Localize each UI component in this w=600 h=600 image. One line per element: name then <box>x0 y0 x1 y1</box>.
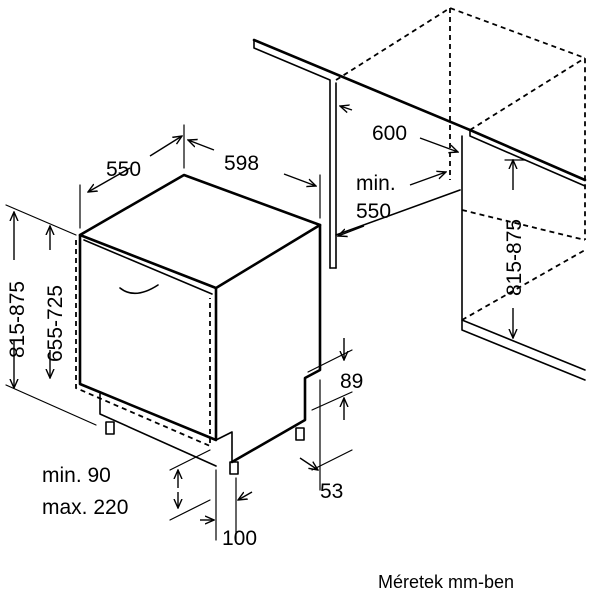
label-53: 53 <box>320 480 343 503</box>
label-600: 600 <box>372 122 407 145</box>
foot-dim-100 <box>200 469 253 541</box>
label-min-90: min. 90 <box>42 464 111 487</box>
dishwasher-body <box>75 173 322 475</box>
units-caption: Méretek mm-ben <box>378 572 514 592</box>
kickplate <box>99 393 217 467</box>
dishwasher-front <box>78 233 218 442</box>
label-max-220: max. 220 <box>42 496 128 519</box>
label-niche-550: 550 <box>356 200 391 223</box>
niche-floor-edge <box>335 189 461 236</box>
width-dim-598 <box>188 140 321 219</box>
foot-front <box>229 461 239 475</box>
niche-hidden-back <box>335 7 586 240</box>
label-89: 89 <box>340 370 363 393</box>
countertop-front-edge <box>252 38 587 182</box>
label-total-height: 815-875 <box>6 281 29 358</box>
dishwasher-top <box>78 173 322 290</box>
cabinet-niche <box>252 7 587 381</box>
label-front-height: 655-725 <box>44 285 67 362</box>
plinth-dims <box>299 338 353 491</box>
depth-dim-550 <box>79 124 185 229</box>
niche-depth-dim <box>340 106 458 152</box>
label-niche-height: 815-875 <box>503 219 526 296</box>
label-niche-min: min. <box>356 172 396 195</box>
dishwasher-side <box>230 223 322 464</box>
total-height-dim <box>5 204 97 426</box>
foot-right <box>295 427 305 441</box>
front-panel-outline <box>75 240 211 448</box>
label-598: 598 <box>224 152 259 175</box>
niche-left-wall <box>253 39 331 269</box>
door-handle <box>119 284 159 295</box>
label-100: 100 <box>222 527 257 550</box>
door-gap-dim <box>169 449 211 521</box>
label-550: 550 <box>106 158 141 181</box>
foot-left <box>105 421 115 435</box>
niche-min-depth-dim <box>338 172 446 236</box>
niche-height-dim <box>504 160 526 338</box>
